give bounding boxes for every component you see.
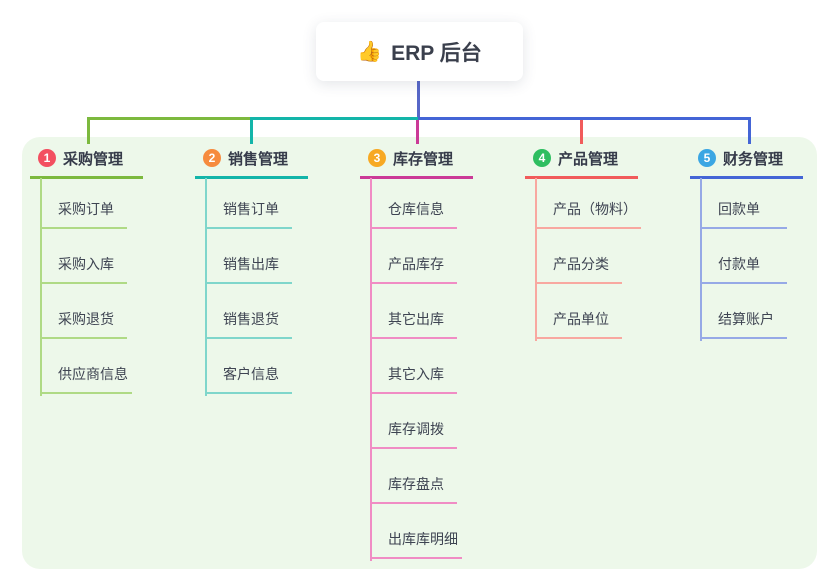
leaf-node[interactable]: 产品分类 <box>535 248 622 284</box>
branch-underline <box>195 176 308 179</box>
leaf-node[interactable]: 供应商信息 <box>40 358 132 394</box>
leaf-label: 产品（物料） <box>553 201 637 217</box>
branch-number-badge: 4 <box>533 149 551 167</box>
leaf-label: 库存调拨 <box>388 421 444 437</box>
leaf-label: 回款单 <box>718 201 760 217</box>
leaf-label: 出库库明细 <box>388 531 458 547</box>
leaf-node[interactable]: 销售退货 <box>205 303 292 339</box>
branch-node-purchase[interactable]: 1 采购管理 <box>30 145 143 171</box>
root-node-erp[interactable]: 👍 ERP 后台 <box>316 22 523 81</box>
branch-node-inventory[interactable]: 3 库存管理 <box>360 145 473 171</box>
leaf-label: 销售订单 <box>223 201 279 217</box>
leaf-label: 供应商信息 <box>58 366 128 382</box>
branch-sales: 2 销售管理 销售订单 销售出库 销售退货 客户信息 <box>195 145 308 396</box>
branch-underline <box>360 176 473 179</box>
leaf-label: 采购入库 <box>58 256 114 272</box>
thumbs-up-icon: 👍 <box>357 41 383 63</box>
leaf-node[interactable]: 产品库存 <box>370 248 457 284</box>
leaf-label: 库存盘点 <box>388 476 444 492</box>
branch-label: 产品管理 <box>558 150 619 168</box>
branch-inventory: 3 库存管理 仓库信息 产品库存 其它出库 其它入库 库存调拨 库存盘点 出库库… <box>360 145 473 561</box>
connector-blue-segment <box>418 117 751 120</box>
branch-number-badge: 2 <box>203 149 221 167</box>
branch-number-badge: 5 <box>698 149 716 167</box>
branch-child-connector <box>40 178 42 396</box>
leaf-node[interactable]: 库存盘点 <box>370 468 457 504</box>
drop-line-inventory <box>416 120 419 144</box>
branch-child-connector <box>535 178 537 341</box>
leaf-label: 产品分类 <box>553 256 609 272</box>
leaf-node[interactable]: 结算账户 <box>700 303 787 339</box>
leaf-node[interactable]: 产品单位 <box>535 303 622 339</box>
connector-teal-segment <box>252 117 418 120</box>
leaf-node[interactable]: 其它入库 <box>370 358 457 394</box>
leaf-node[interactable]: 采购订单 <box>40 193 127 229</box>
leaf-label: 采购订单 <box>58 201 114 217</box>
leaf-label: 其它出库 <box>388 311 444 327</box>
leaf-node[interactable]: 销售订单 <box>205 193 292 229</box>
leaf-label: 其它入库 <box>388 366 444 382</box>
branch-child-connector <box>370 178 372 561</box>
leaf-node[interactable]: 回款单 <box>700 193 787 229</box>
drop-line-purchase <box>87 117 90 144</box>
leaf-label: 结算账户 <box>718 311 774 327</box>
leaf-node[interactable]: 付款单 <box>700 248 787 284</box>
branches-background-panel <box>22 137 817 569</box>
leaf-node[interactable]: 采购入库 <box>40 248 127 284</box>
leaf-node[interactable]: 销售出库 <box>205 248 292 284</box>
drop-line-finance <box>748 117 751 144</box>
branch-underline <box>30 176 143 179</box>
leaf-node[interactable]: 库存调拨 <box>370 413 457 449</box>
branch-child-connector <box>205 178 207 396</box>
leaf-label: 销售退货 <box>223 311 279 327</box>
root-node-label: ERP 后台 <box>391 41 482 65</box>
leaf-label: 仓库信息 <box>388 201 444 217</box>
root-stem-line <box>417 81 420 119</box>
leaf-node[interactable]: 采购退货 <box>40 303 127 339</box>
branch-child-connector <box>700 178 702 341</box>
drop-line-sales <box>250 117 253 144</box>
leaf-node[interactable]: 其它出库 <box>370 303 457 339</box>
branch-label: 采购管理 <box>63 150 124 168</box>
leaf-label: 产品库存 <box>388 256 444 272</box>
leaf-label: 销售出库 <box>223 256 279 272</box>
leaf-node[interactable]: 客户信息 <box>205 358 292 394</box>
drop-line-product <box>580 120 583 144</box>
branch-number-badge: 3 <box>368 149 386 167</box>
branch-node-finance[interactable]: 5 财务管理 <box>690 145 803 171</box>
branch-underline <box>690 176 803 179</box>
leaf-node[interactable]: 仓库信息 <box>370 193 457 229</box>
branch-finance: 5 财务管理 回款单 付款单 结算账户 <box>690 145 803 341</box>
branch-label: 销售管理 <box>228 150 289 168</box>
leaf-label: 采购退货 <box>58 311 114 327</box>
branch-underline <box>525 176 638 179</box>
leaf-node[interactable]: 出库库明细 <box>370 523 462 559</box>
branch-node-product[interactable]: 4 产品管理 <box>525 145 638 171</box>
branch-node-sales[interactable]: 2 销售管理 <box>195 145 308 171</box>
leaf-label: 产品单位 <box>553 311 609 327</box>
connector-green-segment <box>87 117 252 120</box>
branch-purchase: 1 采购管理 采购订单 采购入库 采购退货 供应商信息 <box>30 145 143 396</box>
branch-label: 财务管理 <box>723 150 784 168</box>
leaf-label: 付款单 <box>718 256 760 272</box>
leaf-label: 客户信息 <box>223 366 279 382</box>
branch-label: 库存管理 <box>393 150 454 168</box>
branch-number-badge: 1 <box>38 149 56 167</box>
leaf-node[interactable]: 产品（物料） <box>535 193 641 229</box>
branch-product: 4 产品管理 产品（物料） 产品分类 产品单位 <box>525 145 641 341</box>
